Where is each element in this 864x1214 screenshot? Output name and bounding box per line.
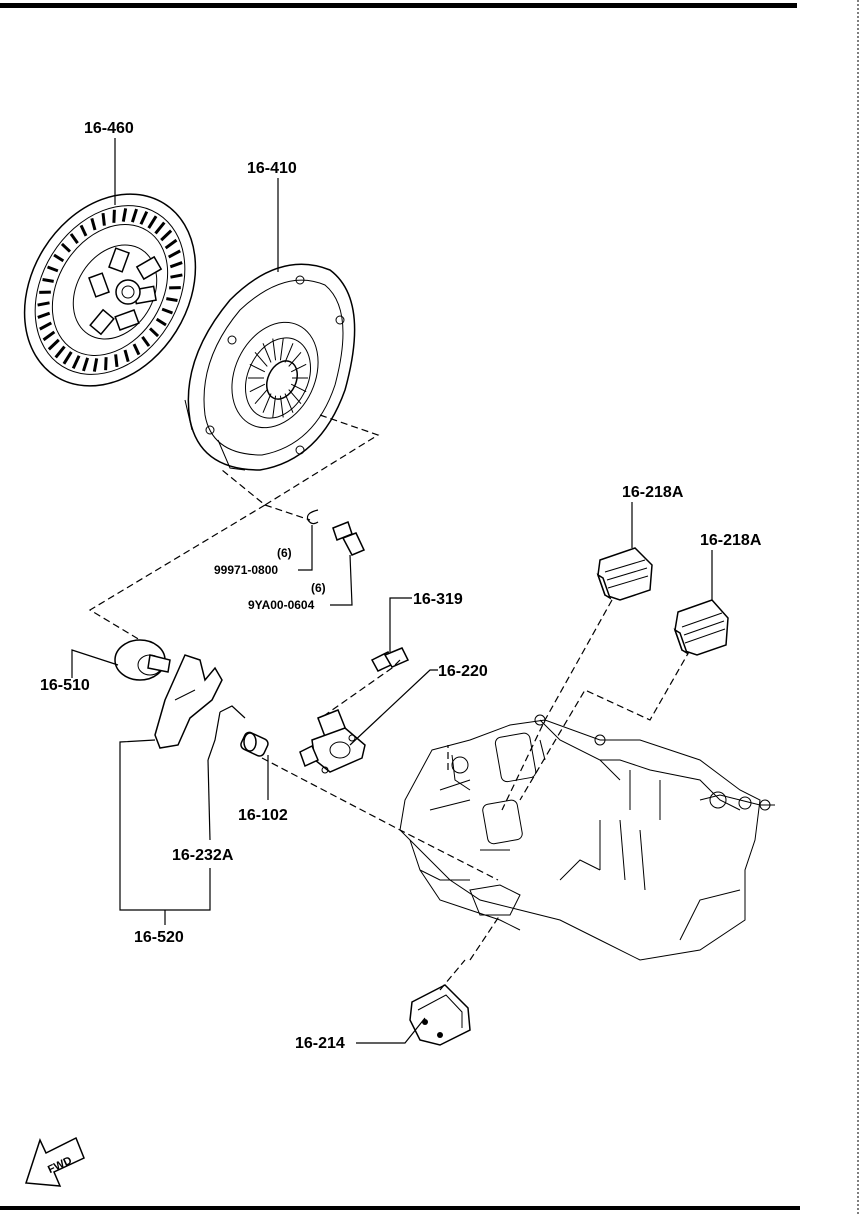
spring-part	[207, 705, 246, 761]
clutch-disc	[23, 193, 197, 387]
label-99971-0800: 99971-0800	[214, 563, 278, 577]
clutch-cover	[184, 263, 356, 471]
label-16-410: 16-410	[247, 160, 297, 177]
label-16-214: 16-214	[295, 1035, 345, 1052]
cover-plate-part	[409, 984, 471, 1046]
label-16-220: 16-220	[438, 663, 488, 680]
assembly-line-bolt	[264, 504, 311, 521]
label-16-218A-2: 16-218A	[700, 532, 762, 549]
label-16-218A-1: 16-218A	[622, 484, 684, 501]
label-16-319: 16-319	[413, 591, 463, 608]
label-clip-qty: (6)	[277, 546, 292, 560]
bolt-16-319-part	[370, 647, 410, 672]
label-16-460: 16-460	[84, 120, 134, 137]
label-16-102: 16-102	[238, 807, 288, 824]
fwd-arrow-icon: FWD	[24, 1136, 85, 1187]
bolt-part	[332, 521, 366, 556]
top-border	[0, 3, 797, 8]
clip-part	[306, 509, 319, 525]
assembly-line-bearing	[88, 504, 266, 641]
pivot-part	[240, 731, 269, 757]
release-fork-part	[154, 654, 223, 749]
release-bearing-part	[114, 639, 171, 681]
dust-boot-1-part	[596, 547, 653, 601]
transmission-case	[399, 714, 775, 961]
label-16-520: 16-520	[134, 929, 184, 946]
label-bolt-qty: (6)	[311, 581, 326, 595]
label-16-232A: 16-232A	[172, 847, 234, 864]
release-guide-part	[299, 709, 366, 774]
label-16-510: 16-510	[40, 677, 90, 694]
assembly-line-cover	[221, 414, 380, 506]
label-9YA00-0604: 9YA00-0604	[248, 598, 315, 612]
bottom-border	[0, 1206, 800, 1210]
dust-boot-2-part	[673, 599, 729, 656]
